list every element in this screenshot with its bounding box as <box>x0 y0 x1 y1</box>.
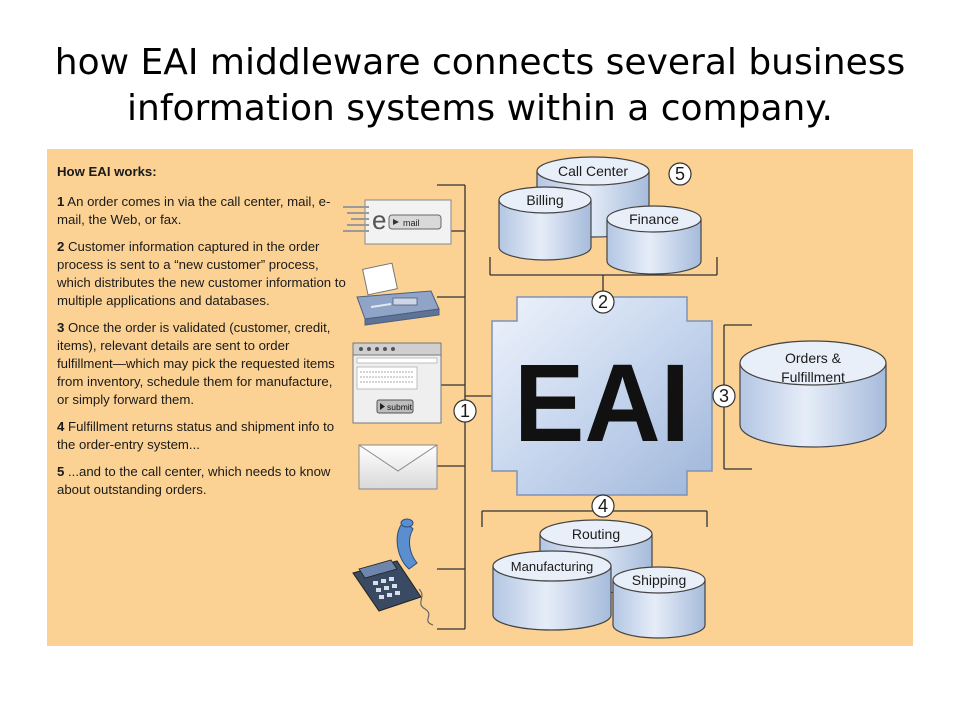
steps-heading: How EAI works: <box>57 164 157 179</box>
eai-diagram: EAI 1 2 3 4 5 <box>343 156 887 639</box>
submit-label: submit <box>387 402 413 412</box>
db-call-center-label: Call Center <box>558 163 628 179</box>
step-text: Once the order is validated (customer, c… <box>57 320 335 407</box>
email-letter: e <box>372 205 386 235</box>
marker-2: 2 <box>591 290 615 314</box>
title-line-1: how EAI middleware connects several busi… <box>54 42 906 83</box>
step-number: 5 <box>57 464 65 479</box>
title-line-2: information systems within a company. <box>127 88 833 129</box>
db-shipping: Shipping <box>612 566 706 639</box>
step-number: 4 <box>57 419 65 434</box>
step-number: 1 <box>57 194 65 209</box>
marker-4-label: 4 <box>598 496 608 516</box>
fax-icon <box>356 262 440 326</box>
db-orders-label-1: Orders & <box>785 350 842 366</box>
db-routing-label: Routing <box>572 526 620 542</box>
envelope-icon <box>358 444 438 490</box>
marker-5-label: 5 <box>675 164 685 184</box>
db-call-center: Call Center <box>536 156 650 238</box>
db-manufacturing: Manufacturing <box>492 550 612 631</box>
slide-title: how EAI middleware connects several busi… <box>0 40 960 132</box>
marker-2-label: 2 <box>598 292 608 312</box>
db-manufacturing-label: Manufacturing <box>511 559 593 574</box>
marker-3: 3 <box>712 384 736 408</box>
marker-4: 4 <box>591 494 615 518</box>
db-shipping-label: Shipping <box>632 572 687 588</box>
db-orders-fulfillment: Orders & Fulfillment <box>739 340 887 448</box>
step-text: ...and to the call center, which needs t… <box>57 464 331 497</box>
marker-1: 1 <box>453 399 477 423</box>
eai-diagram-panel: How EAI works: 1 An order comes in via t… <box>47 149 913 646</box>
step-text: An order comes in via the call center, m… <box>57 194 331 227</box>
marker-3-label: 3 <box>719 386 729 406</box>
web-form-icon: submit <box>352 342 442 424</box>
marker-5: 5 <box>668 162 692 186</box>
telephone-icon <box>352 518 434 626</box>
step-text: Customer information captured in the ord… <box>57 239 346 308</box>
step-3: 3 Once the order is validated (customer,… <box>57 319 347 409</box>
step-number: 2 <box>57 239 65 254</box>
marker-1-label: 1 <box>460 401 470 421</box>
email-tag-label: mail <box>403 218 420 228</box>
eai-hub: EAI <box>491 296 713 496</box>
db-finance: Finance <box>606 205 702 275</box>
step-5: 5 ...and to the call center, which needs… <box>57 463 347 499</box>
db-billing-label: Billing <box>526 192 563 208</box>
step-2: 2 Customer information captured in the o… <box>57 238 347 310</box>
step-4: 4 Fulfillment returns status and shipmen… <box>57 418 347 454</box>
db-billing: Billing <box>498 186 592 261</box>
step-markers: 1 2 3 4 5 <box>453 162 736 518</box>
step-1: 1 An order comes in via the call center,… <box>57 193 347 229</box>
steps-list: How EAI works: 1 An order comes in via t… <box>57 163 347 508</box>
step-text: Fulfillment returns status and shipment … <box>57 419 335 452</box>
step-number: 3 <box>57 320 65 335</box>
db-orders-label-2: Fulfillment <box>781 369 845 385</box>
db-finance-label: Finance <box>629 211 679 227</box>
email-icon: e mail <box>343 199 452 245</box>
eai-label: EAI <box>514 342 690 465</box>
